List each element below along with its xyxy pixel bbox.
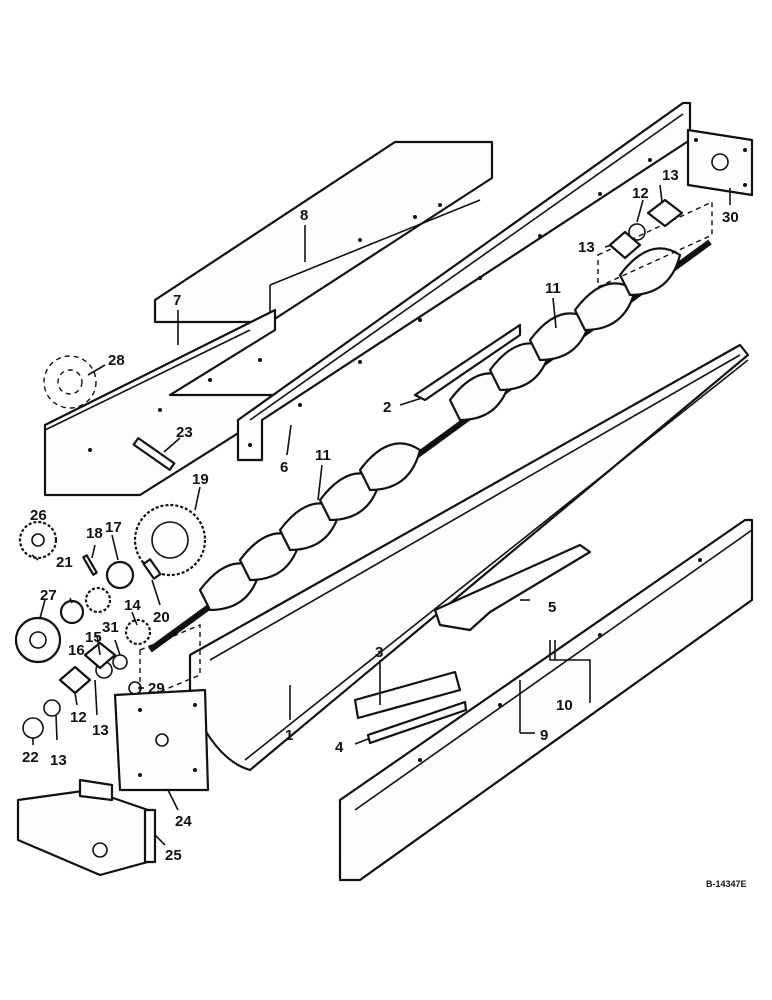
reference-code: B-14347E [706, 879, 747, 889]
callout-7: 7 [173, 292, 181, 309]
part-11-auger [148, 239, 712, 653]
callout-15: 15 [85, 629, 102, 646]
part-25-bracket [16, 778, 157, 877]
callout-13-bottom-left: 13 [50, 752, 67, 769]
part-6-angle-rail [236, 101, 692, 462]
bearing-assembly-right [597, 198, 713, 289]
part-24-plate [113, 623, 210, 792]
callout-29: 29 [148, 680, 165, 697]
callout-3: 3 [375, 644, 383, 661]
callout-26: 26 [30, 507, 47, 524]
callout-6: 6 [280, 459, 288, 476]
callout-9: 9 [540, 727, 548, 744]
callout-13-top-left: 13 [578, 239, 595, 256]
callout-labels: 8 7 28 30 12 13 13 11 2 6 11 23 19 26 18… [22, 167, 747, 889]
part-23-chain [132, 437, 176, 471]
callout-4: 4 [335, 739, 344, 756]
callout-13-bottom-right: 13 [92, 722, 109, 739]
callout-5: 5 [548, 599, 556, 616]
callout-13-top-right: 13 [662, 167, 679, 184]
callout-28: 28 [108, 352, 125, 369]
callout-22: 22 [22, 749, 39, 766]
part-5-bracket [433, 543, 592, 632]
callout-16: 16 [68, 642, 85, 659]
part-8-top-cover [153, 140, 494, 324]
callout-11-left: 11 [315, 447, 331, 464]
callout-19: 19 [192, 471, 209, 488]
part-7-drive-shield [43, 308, 277, 497]
callout-1: 1 [285, 727, 293, 744]
callout-18: 18 [86, 525, 103, 542]
callout-2: 2 [383, 399, 391, 416]
callout-17: 17 [105, 519, 122, 536]
parts-3-4-strips [353, 670, 468, 745]
part-30-end-plate [686, 128, 754, 197]
part-28-sprocket [43, 355, 97, 409]
callout-30: 30 [722, 209, 739, 226]
part-19-large-sprocket [133, 503, 207, 577]
callout-8: 8 [300, 207, 308, 224]
parts-9-10-side-panel [338, 518, 754, 882]
callout-10: 10 [556, 697, 573, 714]
callout-27: 27 [40, 587, 57, 604]
callout-12-top: 12 [632, 185, 649, 202]
callout-20: 20 [153, 609, 170, 626]
callout-24: 24 [175, 813, 192, 830]
callout-14: 14 [124, 597, 141, 614]
callout-12-bottom: 12 [70, 709, 87, 726]
callout-31: 31 [102, 619, 119, 636]
callout-21: 21 [56, 554, 73, 571]
callout-11-right: 11 [545, 280, 561, 297]
callout-25: 25 [165, 847, 182, 864]
leader-lines [31, 184, 731, 846]
callout-23: 23 [176, 424, 193, 441]
